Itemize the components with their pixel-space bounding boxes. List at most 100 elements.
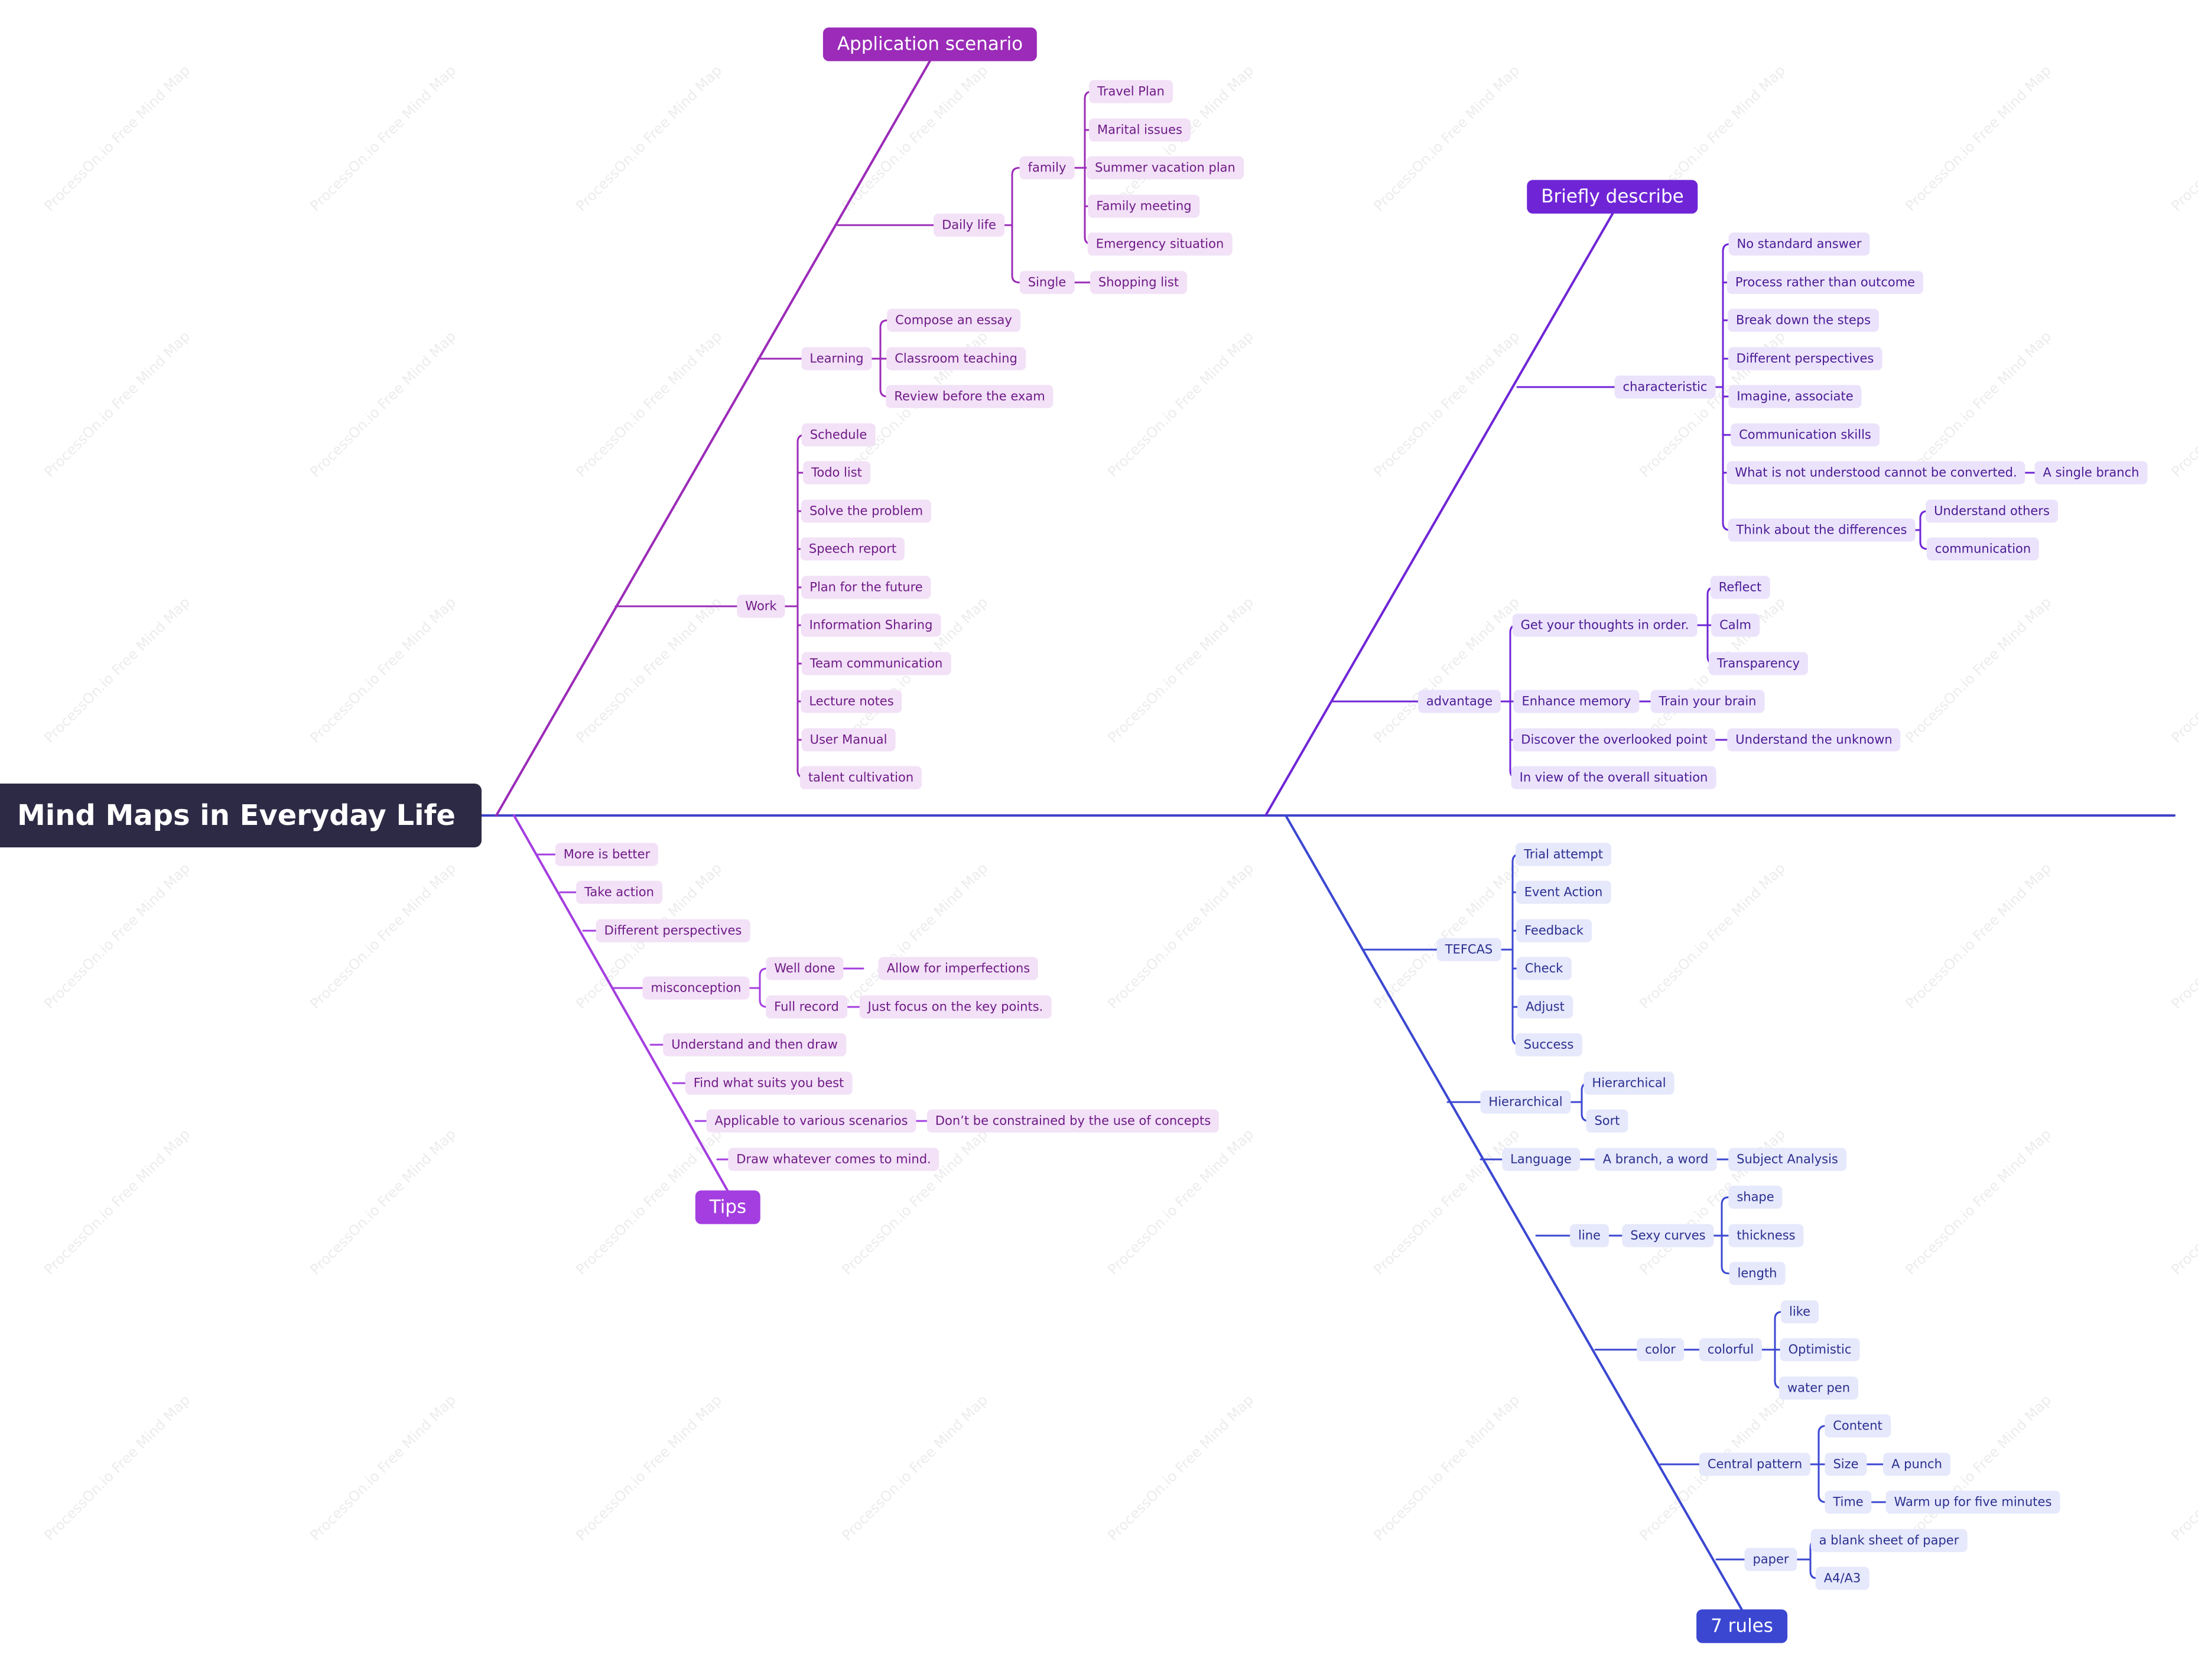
node-well-done[interactable]: Well done	[766, 957, 844, 980]
node-todo-list[interactable]: Todo list	[803, 461, 870, 485]
node-check[interactable]: Check	[1516, 957, 1572, 980]
category-briefly-describe[interactable]: Briefly describe	[1527, 180, 1698, 214]
node-take-action[interactable]: Take action	[576, 880, 662, 904]
node-not-constrained[interactable]: Don’t be constrained by the use of conce…	[926, 1109, 1220, 1133]
node-transparency[interactable]: Transparency	[1708, 652, 1809, 675]
node-size[interactable]: Size	[1825, 1452, 1867, 1476]
node-single-branch[interactable]: A single branch	[2034, 461, 2148, 485]
node-hierarchical-sub[interactable]: Hierarchical	[1584, 1071, 1674, 1095]
node-more-is-better[interactable]: More is better	[555, 843, 659, 866]
node-reflect[interactable]: Reflect	[1710, 576, 1770, 599]
node-classroom-teaching[interactable]: Classroom teaching	[886, 347, 1026, 371]
node-team-communication[interactable]: Team communication	[801, 652, 951, 675]
node-plan-future[interactable]: Plan for the future	[801, 576, 931, 599]
node-suits-you[interactable]: Find what suits you best	[685, 1071, 853, 1095]
node-speech-report[interactable]: Speech report	[800, 537, 905, 561]
node-solve-problem[interactable]: Solve the problem	[801, 499, 932, 523]
node-tefcas[interactable]: TEFCAS	[1436, 938, 1501, 961]
node-paper[interactable]: paper	[1744, 1548, 1797, 1571]
node-shape[interactable]: shape	[1728, 1185, 1783, 1209]
node-family-meeting[interactable]: Family meeting	[1088, 194, 1200, 218]
node-branch-word[interactable]: A branch, a word	[1594, 1148, 1717, 1171]
node-advantage[interactable]: advantage	[1417, 690, 1501, 713]
node-sort[interactable]: Sort	[1586, 1109, 1628, 1133]
node-understand-unknown[interactable]: Understand the unknown	[1727, 728, 1901, 752]
node-daily-life[interactable]: Daily life	[934, 213, 1004, 237]
connector-line	[1011, 167, 1028, 176]
node-compose-essay[interactable]: Compose an essay	[887, 308, 1020, 332]
node-color[interactable]: color	[1637, 1338, 1684, 1361]
node-hierarchical[interactable]: Hierarchical	[1480, 1090, 1571, 1114]
node-learning[interactable]: Learning	[801, 347, 872, 371]
node-calm[interactable]: Calm	[1711, 613, 1760, 637]
node-process-outcome[interactable]: Process rather than outcome	[1726, 271, 1924, 294]
node-communication-skills[interactable]: Communication skills	[1731, 423, 1880, 447]
node-emergency-situation[interactable]: Emergency situation	[1087, 232, 1233, 256]
node-summer-vacation-plan[interactable]: Summer vacation plan	[1087, 156, 1244, 180]
node-marital-issues[interactable]: Marital issues	[1089, 118, 1191, 142]
node-various-scenarios[interactable]: Applicable to various scenarios	[706, 1109, 916, 1133]
node-language[interactable]: Language	[1502, 1148, 1580, 1171]
node-a-punch[interactable]: A punch	[1883, 1452, 1950, 1476]
node-a4-a3[interactable]: A4/A3	[1815, 1567, 1869, 1590]
node-communication[interactable]: communication	[1926, 537, 2040, 561]
node-no-standard-answer[interactable]: No standard answer	[1728, 232, 1870, 256]
node-user-manual[interactable]: User Manual	[801, 728, 896, 752]
node-travel-plan[interactable]: Travel Plan	[1089, 80, 1173, 103]
connector-line	[1264, 213, 1614, 817]
node-schedule[interactable]: Schedule	[801, 423, 876, 447]
connector-line	[1285, 814, 1743, 1611]
node-enhance-memory[interactable]: Enhance memory	[1513, 690, 1640, 713]
node-not-understood[interactable]: What is not understood cannot be convert…	[1726, 461, 2025, 485]
node-trial-attempt[interactable]: Trial attempt	[1516, 843, 1611, 866]
node-misconception[interactable]: misconception	[642, 976, 750, 1000]
node-characteristic[interactable]: characteristic	[1614, 375, 1716, 399]
node-blank-sheet[interactable]: a blank sheet of paper	[1810, 1529, 1968, 1552]
node-train-brain[interactable]: Train your brain	[1650, 690, 1765, 713]
node-central-pattern[interactable]: Central pattern	[1699, 1452, 1811, 1476]
node-information-sharing[interactable]: Information Sharing	[801, 613, 941, 637]
node-full-record[interactable]: Full record	[766, 995, 847, 1019]
node-warm-up[interactable]: Warm up for five minutes	[1885, 1490, 2060, 1514]
node-success[interactable]: Success	[1515, 1033, 1582, 1057]
category-application-scenario[interactable]: Application scenario	[822, 27, 1038, 61]
node-like[interactable]: like	[1780, 1300, 1819, 1324]
node-understand-others[interactable]: Understand others	[1926, 499, 2058, 523]
node-water-pen[interactable]: water pen	[1778, 1376, 1859, 1400]
root-topic[interactable]: Mind Maps in Everyday Life	[0, 784, 482, 847]
node-review-exam[interactable]: Review before the exam	[886, 385, 1054, 408]
node-content[interactable]: Content	[1825, 1414, 1891, 1438]
node-thickness[interactable]: thickness	[1728, 1224, 1804, 1247]
node-length[interactable]: length	[1729, 1262, 1786, 1285]
node-feedback[interactable]: Feedback	[1516, 919, 1592, 943]
node-different-perspectives-desc[interactable]: Different perspectives	[1728, 347, 1882, 371]
node-line[interactable]: line	[1570, 1224, 1609, 1247]
node-different-perspectives-tips[interactable]: Different perspectives	[596, 919, 750, 943]
node-imagine-associate[interactable]: Imagine, associate	[1728, 385, 1862, 408]
node-subject-analysis[interactable]: Subject Analysis	[1728, 1148, 1846, 1171]
node-colorful[interactable]: colorful	[1699, 1338, 1763, 1361]
node-think-differences[interactable]: Think about the differences	[1728, 518, 1916, 542]
node-thoughts-order[interactable]: Get your thoughts in order.	[1512, 613, 1698, 637]
node-work[interactable]: Work	[737, 594, 785, 618]
node-family[interactable]: family	[1019, 156, 1075, 180]
node-overlooked-point[interactable]: Discover the overlooked point	[1513, 728, 1716, 752]
node-optimistic[interactable]: Optimistic	[1780, 1338, 1860, 1361]
node-shopping-list[interactable]: Shopping list	[1090, 271, 1188, 294]
connector-line	[1011, 274, 1028, 284]
node-time[interactable]: Time	[1825, 1490, 1872, 1514]
node-allow-imperfections[interactable]: Allow for imperfections	[878, 957, 1039, 980]
node-understand-draw[interactable]: Understand and then draw	[663, 1033, 846, 1057]
node-sexy-curves[interactable]: Sexy curves	[1622, 1224, 1714, 1247]
category-7-rules[interactable]: 7 rules	[1696, 1609, 1787, 1643]
node-break-steps[interactable]: Break down the steps	[1727, 308, 1880, 332]
node-draw-whatever[interactable]: Draw whatever comes to mind.	[728, 1148, 939, 1171]
node-lecture-notes[interactable]: Lecture notes	[801, 690, 902, 713]
node-event-action[interactable]: Event Action	[1516, 880, 1611, 904]
node-talent-cultivation[interactable]: talent cultivation	[799, 766, 922, 789]
category-tips[interactable]: Tips	[695, 1190, 761, 1224]
node-single[interactable]: Single	[1019, 271, 1075, 294]
node-adjust[interactable]: Adjust	[1517, 995, 1573, 1019]
node-key-points[interactable]: Just focus on the key points.	[859, 995, 1052, 1019]
node-overall-situation[interactable]: In view of the overall situation	[1511, 766, 1716, 789]
